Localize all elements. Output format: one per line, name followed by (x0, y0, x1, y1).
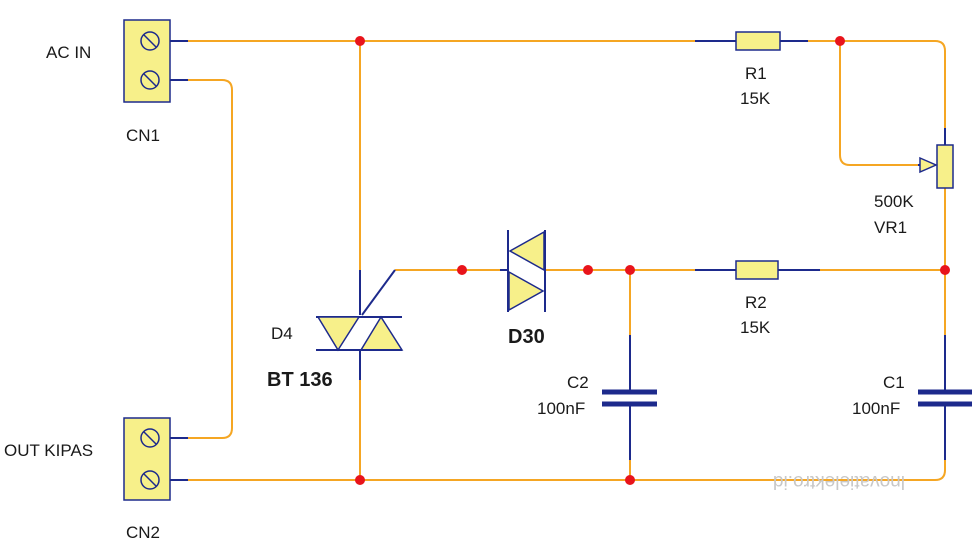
connector-cn1 (123, 19, 188, 103)
cn2-name: CN2 (126, 523, 160, 541)
resistor-r2 (695, 260, 820, 280)
junction-dot (940, 265, 950, 275)
c2-value: 100nF (537, 399, 585, 418)
junction-dot (355, 36, 365, 46)
triac-left-triangle-icon (316, 316, 361, 352)
c1-value: 100nF (852, 399, 900, 418)
r1-value: 15K (740, 89, 771, 108)
r2-value: 15K (740, 318, 771, 337)
junctions (355, 36, 950, 485)
junction-dot (625, 265, 635, 275)
diac-upper-triangle-icon (508, 230, 545, 272)
c1-name: C1 (883, 373, 905, 392)
triac-d4 (316, 269, 404, 380)
wire-top-right (808, 40, 946, 145)
wire-wiper (839, 41, 918, 166)
potentiometer-vr1 (918, 128, 954, 189)
junction-dot (625, 475, 635, 485)
diac-d30 (500, 230, 546, 312)
junction-dot (457, 265, 467, 275)
wire-bottom-rail (188, 460, 946, 481)
vr1-name: VR1 (874, 218, 907, 237)
junction-dot (835, 36, 845, 46)
vr1-value: 500K (874, 192, 914, 211)
connector-cn2 (123, 417, 188, 501)
wiper-arrow-icon (919, 156, 938, 174)
capacitor-c2 (602, 335, 657, 460)
diac-lower-triangle-icon (508, 270, 545, 312)
cn1-name: CN1 (126, 126, 160, 145)
r2-name: R2 (745, 293, 767, 312)
r1-name: R1 (745, 64, 767, 83)
cn2-label: OUT KIPAS (4, 441, 93, 460)
watermark-text: lnovatielektro.id (773, 471, 905, 492)
diac-ref: D30 (508, 326, 545, 348)
resistor-r1 (695, 31, 808, 51)
triac-ref: D4 (271, 324, 293, 343)
cn1-label: AC IN (46, 43, 91, 62)
triac-part: BT 136 (267, 369, 333, 391)
junction-dot (355, 475, 365, 485)
c2-name: C2 (567, 373, 589, 392)
junction-dot (583, 265, 593, 275)
wire-side-loop (188, 79, 233, 439)
capacitor-c1 (918, 335, 972, 460)
triac-right-triangle-icon (359, 315, 404, 351)
